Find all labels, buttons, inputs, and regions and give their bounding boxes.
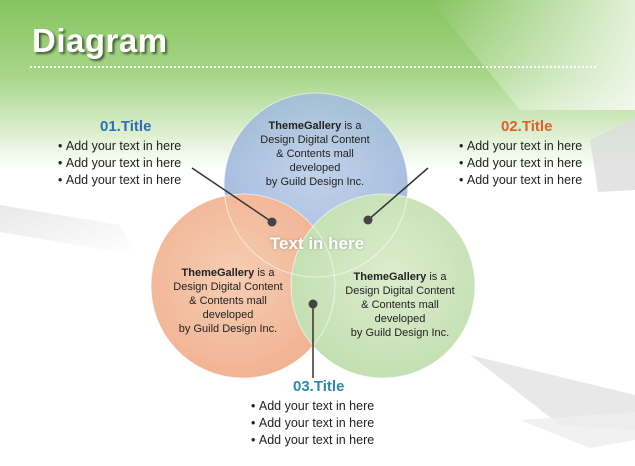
slide-title: Diagram	[32, 22, 168, 59]
circle-top-text-line: & Contents mall	[276, 148, 354, 160]
circle-top-text-line: developed	[289, 162, 341, 174]
circle-left-text: ThemeGallery is a Design Digital Content…	[166, 266, 290, 336]
block-02-title: 02.Title	[501, 118, 553, 135]
block-02-item: Add your text in here	[459, 172, 582, 189]
block-03-item: Add your text in here	[251, 432, 374, 449]
block-02-item: Add your text in here	[459, 138, 582, 155]
circle-left-text-line: by Guild Design Inc.	[178, 323, 278, 335]
circle-top-brand: ThemeGallery	[268, 120, 342, 132]
connector-dot-02	[363, 215, 373, 225]
circle-right-text-line: & Contents mall	[361, 299, 439, 311]
connector-dot-03	[308, 299, 318, 309]
title-divider	[30, 66, 596, 68]
circle-left-text-line: is a	[254, 267, 275, 279]
block-01-item: Add your text in here	[58, 155, 181, 172]
circle-left-brand: ThemeGallery	[181, 267, 255, 279]
block-01-item: Add your text in here	[58, 138, 181, 155]
circle-left	[151, 194, 335, 378]
block-03-title: 03.Title	[293, 378, 345, 395]
block-02: 02.Title Add your text in here Add your …	[459, 118, 582, 189]
circle-right-text-line: Design Digital Content	[345, 285, 455, 297]
block-02-item: Add your text in here	[459, 155, 582, 172]
connector-02	[367, 167, 429, 221]
block-01: 01.Title Add your text in here Add your …	[58, 118, 181, 189]
header-highlight	[430, 0, 635, 110]
circle-left-text-line: Design Digital Content	[173, 281, 283, 293]
circle-left-text-line: & Contents mall	[189, 295, 267, 307]
circle-left-text-line: developed	[202, 309, 254, 321]
block-03-item: Add your text in here	[251, 415, 374, 432]
center-label: Text in here	[269, 234, 365, 253]
connector-01	[191, 167, 273, 223]
circle-top-text-line: Design Digital Content	[260, 134, 370, 146]
block-01-item: Add your text in here	[58, 172, 181, 189]
connector-dot-01	[267, 217, 277, 227]
circle-top-text: ThemeGallery is a Design Digital Content…	[255, 119, 375, 189]
circle-right	[291, 194, 475, 378]
circle-right-text: ThemeGallery is a Design Digital Content…	[338, 270, 462, 340]
block-03: 03.Title Add your text in here Add your …	[251, 378, 374, 449]
circle-right-brand: ThemeGallery	[353, 271, 427, 283]
circle-top-text-line: by Guild Design Inc.	[265, 176, 365, 188]
block-03-item: Add your text in here	[251, 398, 374, 415]
circle-right-text-line: developed	[374, 313, 426, 325]
circle-top-text-line: is a	[341, 120, 362, 132]
block-01-title: 01.Title	[100, 118, 152, 135]
circle-right-text-line: by Guild Design Inc.	[350, 327, 450, 339]
circle-right-text-line: is a	[426, 271, 447, 283]
